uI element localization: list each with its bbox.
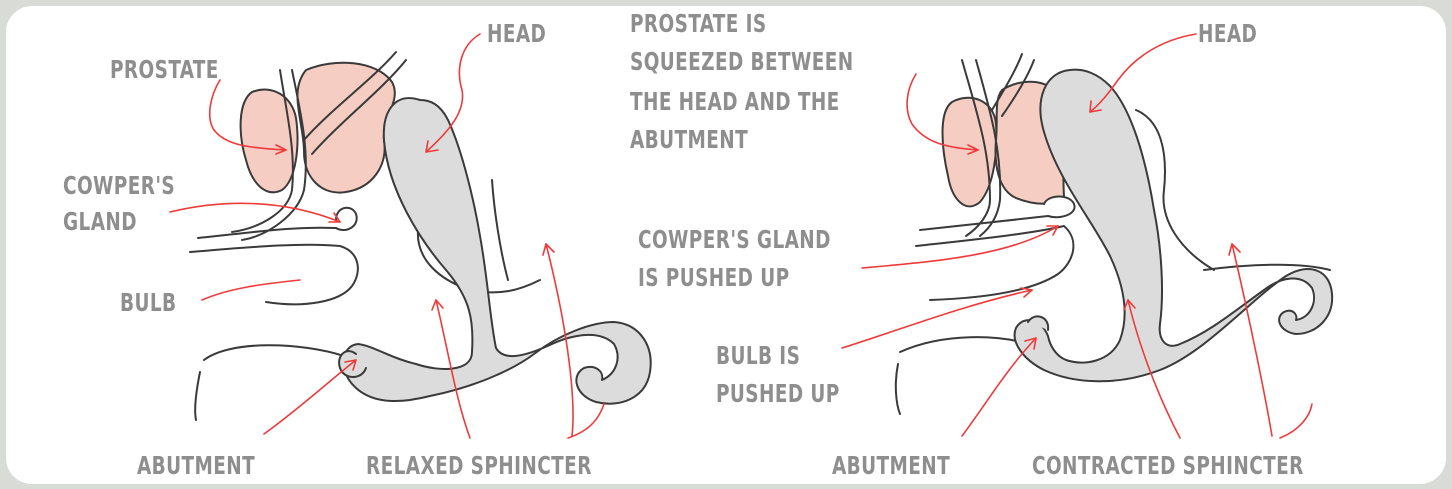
left-prostate-lobe-left bbox=[241, 90, 298, 193]
left-diagram bbox=[190, 52, 651, 420]
arrow-left-bulb bbox=[202, 280, 300, 300]
label-left-abutment: ABUTMENT bbox=[137, 450, 255, 481]
right-prostate-lobe-left bbox=[943, 98, 997, 207]
label-right-abutment: ABUTMENT bbox=[832, 450, 950, 481]
arrow-left-abutment bbox=[264, 360, 356, 434]
left-device bbox=[343, 98, 650, 404]
label-right-head: HEAD bbox=[1198, 18, 1257, 49]
label-left-bulb: BULB bbox=[120, 287, 176, 318]
label-right-sphincter: CONTRACTED SPHINCTER bbox=[1032, 450, 1304, 481]
label-left-sphincter: RELAXED SPHINCTER bbox=[366, 450, 592, 481]
left-prostate-lobe-right bbox=[297, 63, 394, 193]
label-left-head: HEAD bbox=[487, 18, 546, 49]
right-bulb bbox=[916, 216, 1073, 300]
left-cowpers-gland bbox=[336, 208, 357, 230]
right-diagram bbox=[896, 54, 1332, 414]
arrow-right-sphincter-b bbox=[1232, 244, 1272, 436]
arrow-left-cowpers bbox=[170, 203, 340, 222]
right-cowpers-gland bbox=[1044, 197, 1075, 218]
label-left-prostate: PROSTATE bbox=[110, 54, 219, 85]
left-bulb bbox=[190, 228, 358, 305]
